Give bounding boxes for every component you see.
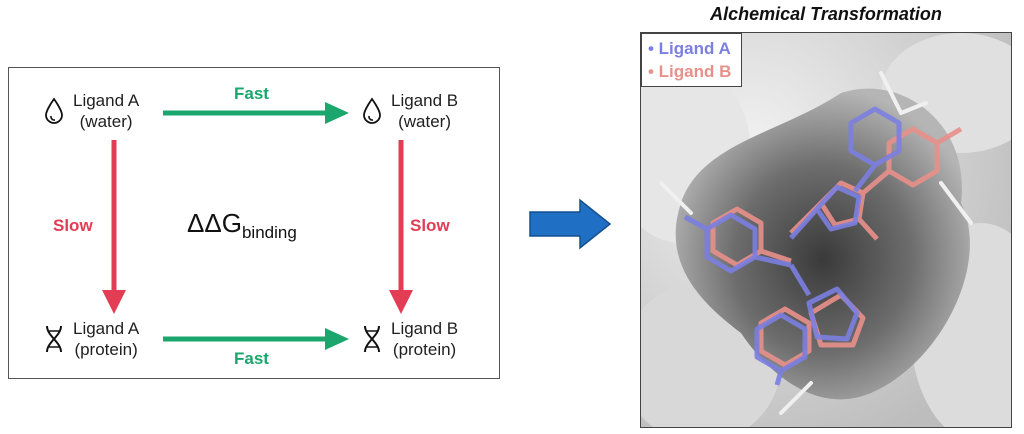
water-drop-icon (363, 97, 381, 124)
molecular-render-panel: • Ligand A • Ligand B (640, 32, 1012, 428)
dna-icon (46, 325, 62, 353)
node-label-line1: Ligand A (73, 319, 140, 338)
top-fast-arrow (163, 102, 349, 124)
node-ligand-b-protein: Ligand B (protein) (361, 318, 458, 360)
bottom-fast-arrow (163, 328, 349, 350)
ligand-legend: • Ligand A • Ligand B (641, 33, 743, 87)
node-label-line1: Ligand A (73, 91, 140, 110)
delta-delta-g-label: ΔΔGbinding (187, 208, 297, 243)
node-label-line1: Ligand B (391, 91, 459, 110)
legend-item-ligand-b: • Ligand B (648, 62, 732, 81)
left-edge-label: Slow (53, 216, 93, 235)
node-label-line1: Ligand B (391, 319, 459, 338)
ddg-subscript: binding (241, 223, 297, 242)
node-ligand-a-water: Ligand A (water) (43, 90, 139, 132)
node-ligand-b-water: Ligand B (water) (361, 90, 458, 132)
transition-arrow-icon (529, 198, 612, 250)
top-edge-label: Fast (234, 84, 269, 103)
node-label-line2: (protein) (392, 340, 457, 359)
right-edge-label: Slow (410, 216, 450, 235)
dna-icon (364, 325, 380, 353)
node-label-line2: (water) (398, 112, 452, 131)
protein-pocket-illustration (641, 33, 1011, 427)
left-slow-arrow (102, 140, 126, 314)
water-drop-icon (45, 97, 63, 124)
node-label-line2: (water) (79, 112, 133, 131)
legend-item-ligand-a: • Ligand A (648, 39, 731, 58)
ddg-symbol: ΔΔG (187, 208, 242, 238)
thermodynamic-cycle-panel: Ligand A (water) Ligand B (water) Ligand… (8, 67, 500, 379)
node-label-line2: (protein) (74, 340, 138, 359)
render-title: Alchemical Transformation (710, 4, 942, 24)
cycle-arrows (102, 102, 413, 350)
right-slow-arrow (389, 140, 413, 314)
node-ligand-a-protein: Ligand A (protein) (43, 318, 139, 360)
bottom-edge-label: Fast (234, 349, 269, 368)
